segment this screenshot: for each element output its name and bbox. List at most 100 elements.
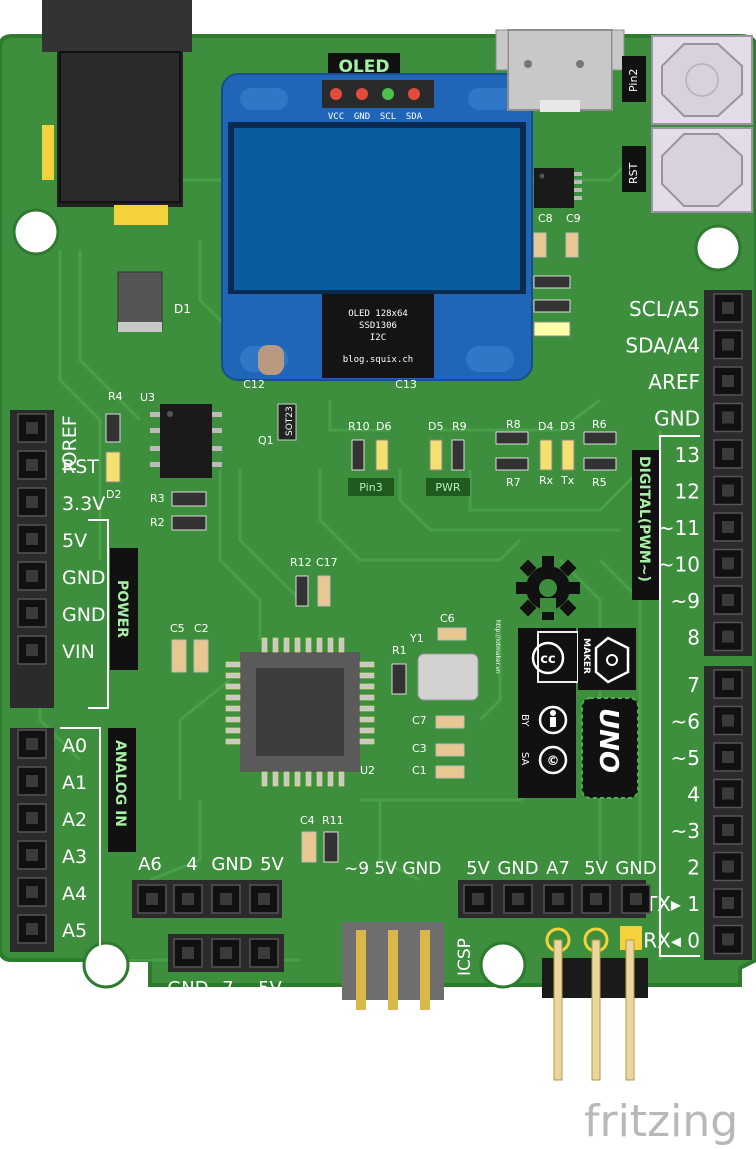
digital-pin-top-6[interactable]: [713, 512, 743, 542]
bottom-right-top-pin-4[interactable]: [621, 884, 651, 914]
digital-pin-top-3[interactable]: [713, 402, 743, 433]
bottom-left-top-pin-3[interactable]: [249, 884, 279, 914]
badge-sa: SA: [519, 752, 530, 766]
oled-url: blog.squix.ch: [343, 355, 413, 365]
bottom-left-top-label-3: 5V: [260, 854, 284, 875]
oled-pin-sda: [408, 88, 420, 100]
label-c9: C9: [566, 212, 581, 225]
crystal-y1: C6 Y1 R1 C7 C3 C1: [391, 612, 479, 779]
digital-pin-top-4[interactable]: [713, 439, 743, 469]
icsp-header-area: ~9 5V GND ICSP: [342, 859, 475, 1010]
label-q1: Q1: [258, 434, 274, 447]
digital-pin-bottom-5[interactable]: [713, 851, 743, 882]
digital-pin-top-0[interactable]: [713, 293, 743, 323]
analog-pin-3[interactable]: [17, 840, 47, 870]
analog-title: ANALOG IN: [112, 740, 128, 827]
label-c12: C12: [243, 378, 265, 391]
oled-pin-label-scl: SCL: [380, 112, 396, 122]
bottom-left-bottom-label-0: GND: [167, 978, 208, 999]
label-rst-button: RST: [627, 162, 640, 184]
micro-usb-connector: [495, 29, 625, 112]
power-pin-5[interactable]: [17, 598, 47, 628]
power-pin-0[interactable]: [17, 413, 47, 443]
analog-pin-label-2: A2: [62, 809, 87, 831]
digital-pin-label-bottom-5: 2: [687, 856, 700, 880]
bottom-left-top-pin-2[interactable]: [211, 884, 241, 914]
label-r11: R11: [322, 814, 344, 827]
label-y1: Y1: [409, 632, 424, 645]
digital-pin-bottom-3[interactable]: [713, 778, 743, 809]
digital-pin-top-8[interactable]: [713, 585, 743, 615]
c5-c2: C5 C2: [170, 622, 209, 673]
bottom-left-bottom-pin-1[interactable]: [211, 938, 241, 968]
power-pin-1[interactable]: [17, 450, 47, 480]
digital-title: DIGITAL(PWM~): [636, 456, 652, 582]
digital-pin-top-5[interactable]: [713, 475, 743, 506]
label-c8: C8: [538, 212, 553, 225]
analog-pin-1[interactable]: [17, 766, 47, 796]
digital-pin-bottom-4[interactable]: [713, 815, 743, 845]
bottom-right-top-pin-2[interactable]: [543, 884, 573, 914]
svg-text:©: ©: [547, 754, 560, 769]
label-d3: D3: [560, 420, 575, 433]
bottom-right-top-pin-1[interactable]: [503, 884, 533, 914]
digital-pin-top-2[interactable]: [713, 366, 743, 396]
digital-pin-label-top-8: ~9: [671, 589, 700, 613]
digital-pin-top-1[interactable]: [713, 329, 743, 360]
bottom-left-bottom-label-1: 7: [222, 978, 233, 999]
maker-uno-badge: MAKER UNO: [578, 628, 639, 799]
digital-pin-label-top-5: 12: [675, 480, 700, 504]
analog-pin-5[interactable]: [17, 914, 47, 944]
regulator-u3: R4 D2 U3 R3 R2: [105, 390, 222, 531]
power-pin-3[interactable]: [17, 524, 47, 554]
label-pin3: Pin3: [359, 481, 382, 494]
digital-pin-label-bottom-7: RX◂ 0: [643, 929, 700, 953]
label-tx: Tx: [560, 474, 575, 487]
bottom-left-bottom-pin-0[interactable]: [173, 938, 203, 968]
oled-screen: [234, 128, 520, 290]
bottom-left-top-label-0: A6: [138, 854, 162, 875]
power-pin-4[interactable]: [17, 561, 47, 591]
cc-license-badge: http://iotmaker.vn cc © BY SA: [494, 620, 579, 798]
label-r2: R2: [150, 516, 165, 529]
oled-pin-gnd: [356, 88, 368, 100]
bottom-right-top-pin-0[interactable]: [463, 884, 493, 914]
mounting-holes: [12, 208, 742, 989]
oled-label-line3: I2C: [370, 333, 386, 343]
label-pwr: PWR: [435, 481, 461, 494]
bottom-right-top-label-2: A7: [546, 858, 570, 879]
bottom-left-top-pin-0[interactable]: [137, 884, 167, 914]
pin2-button[interactable]: Pin2: [622, 35, 753, 125]
bottom-right-top-pin-3[interactable]: [581, 884, 611, 914]
oled-pin-scl: [382, 88, 394, 100]
bottom-left-top-pin-1[interactable]: [173, 884, 203, 914]
icsp-label: ICSP: [455, 938, 475, 976]
analog-pin-4[interactable]: [17, 877, 47, 907]
open-hardware-logo: [516, 556, 580, 620]
label-pin2: Pin2: [627, 69, 640, 92]
label-c6: C6: [440, 612, 455, 625]
label-c2: C2: [194, 622, 209, 635]
digital-pin-top-9[interactable]: [713, 621, 743, 652]
bottom-right-top-label-0: 5V: [466, 858, 490, 879]
digital-pin-bottom-6[interactable]: [713, 888, 743, 918]
digital-pin-bottom-2[interactable]: [713, 742, 743, 772]
power-pin-label-4: GND: [62, 567, 106, 589]
digital-pin-bottom-0[interactable]: [713, 669, 743, 699]
analog-pin-0[interactable]: [17, 729, 47, 759]
analog-pin-2[interactable]: [17, 803, 47, 833]
reset-button[interactable]: RST: [622, 127, 753, 213]
digital-pin-bottom-7[interactable]: [713, 924, 743, 955]
label-d4: D4: [538, 420, 553, 433]
label-r3: R3: [150, 492, 165, 505]
bottom-left-bottom-pin-2[interactable]: [249, 938, 279, 968]
digital-pin-label-bottom-2: ~5: [671, 746, 700, 770]
digital-pin-top-7[interactable]: [713, 548, 743, 579]
label-r6: R6: [592, 418, 607, 431]
power-pin-2[interactable]: [17, 487, 47, 517]
digital-pin-label-top-1: SDA/A4: [625, 334, 700, 358]
digital-pin-bottom-1[interactable]: [713, 705, 743, 736]
digital-pin-label-top-4: 13: [675, 443, 700, 467]
power-pin-6[interactable]: [17, 635, 47, 665]
